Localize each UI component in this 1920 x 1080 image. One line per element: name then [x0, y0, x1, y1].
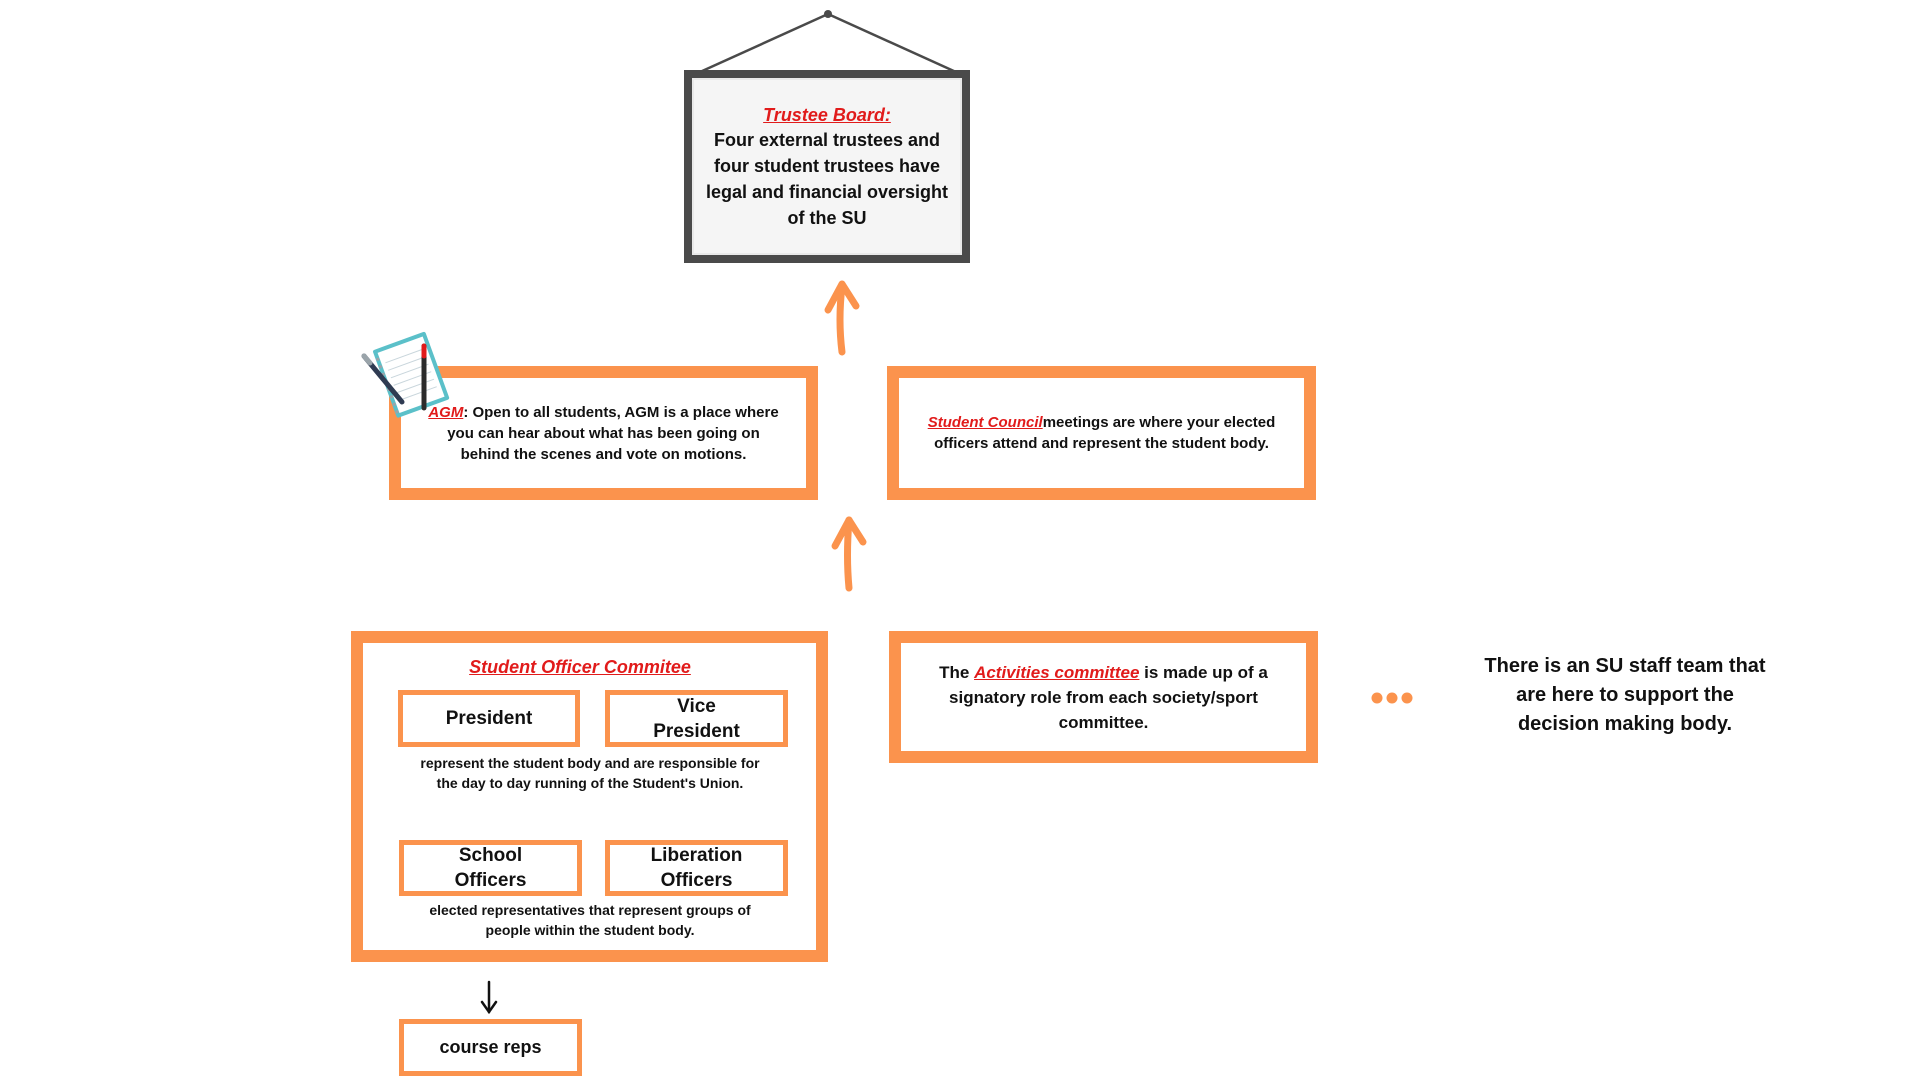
vice-president-box: Vice President: [605, 690, 788, 747]
trustee-board-panel: Trustee Board: Four external trustees an…: [692, 78, 962, 255]
activities-committee-box: The Activities committee is made up of a…: [889, 631, 1318, 763]
agm-text: AGM: Open to all students, AGM is a plac…: [421, 402, 786, 465]
staff-team-text: There is an SU staff team that are here …: [1484, 655, 1766, 735]
student-officer-committee-box: [351, 631, 828, 962]
student-council-description: meetings are where your elected officers…: [934, 414, 1276, 452]
trustee-board-frame: Trustee Board: Four external trustees an…: [684, 70, 970, 263]
school-officers-box: School Officers: [399, 840, 582, 896]
president-box: President: [398, 690, 580, 747]
course-reps-box: course reps: [399, 1019, 582, 1076]
agm-description: : Open to all students, AGM is a place w…: [447, 403, 779, 463]
trustee-board-title: Trustee Board:: [763, 104, 891, 125]
activities-committee-prefix: The: [939, 662, 975, 682]
activities-committee-label: Activities committee: [974, 662, 1140, 682]
ellipsis-dots: [1371, 692, 1413, 704]
down-arrow-course-reps: [480, 980, 498, 1015]
liberation-officers-box: Liberation Officers: [605, 840, 788, 896]
reps-description: elected representatives that represent g…: [429, 902, 751, 938]
officers-description: represent the student body and are respo…: [420, 755, 760, 791]
activities-committee-description: is made up of a signatory role from each…: [949, 662, 1268, 732]
student-officer-committee-title: Student Officer Commitee: [469, 657, 691, 677]
up-arrow-to-council: [831, 516, 867, 592]
up-arrow-to-trustee: [824, 280, 860, 356]
agm-box: AGM: Open to all students, AGM is a plac…: [389, 366, 818, 500]
student-council-label: Student Council: [927, 414, 1043, 431]
trustee-board-description: Four external trustees and four student …: [705, 129, 949, 228]
student-council-box: Student Councilmeetings are where your e…: [887, 366, 1316, 500]
student-council-text: Student Councilmeetings are where your e…: [923, 412, 1280, 454]
notepad-icon: [361, 331, 450, 418]
hanging-wire: [699, 10, 957, 74]
activities-committee-text: The Activities committee is made up of a…: [923, 660, 1284, 735]
agm-label: AGM: [428, 403, 464, 421]
